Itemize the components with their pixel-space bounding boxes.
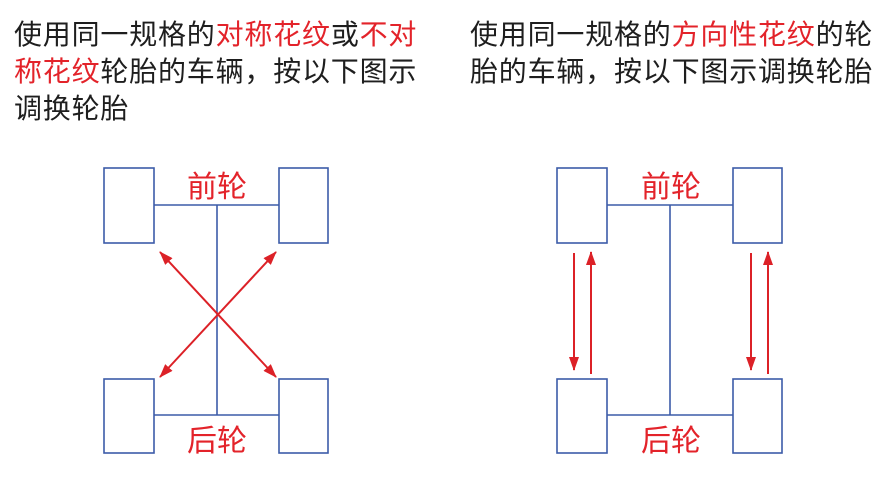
caption-line-1: 使用同一规格的对称花纹或不对: [14, 16, 417, 53]
asymmetric-tread-highlight-part2: 称花纹: [14, 55, 101, 88]
tire-front-right: [732, 167, 783, 244]
directional-rotation-diagram: 前轮 后轮: [556, 167, 783, 459]
rear-wheel-label: 后轮: [187, 424, 247, 459]
tire-rear-left: [556, 378, 608, 454]
caption-text: 使用同一规格的: [470, 18, 672, 51]
symmetric-tread-highlight: 对称花纹: [215, 18, 331, 51]
arrow-front-right-to-rear-left: [159, 251, 277, 378]
caption-line-3: 调换轮胎: [14, 90, 417, 127]
caption-text: 使用同一规格的: [14, 18, 216, 51]
tire-rear-right: [732, 378, 783, 454]
symmetric-section-caption: 使用同一规格的对称花纹或不对 称花纹轮胎的车辆，按以下图示 调换轮胎: [14, 16, 417, 127]
rear-wheel-label: 后轮: [641, 424, 701, 459]
tire-rear-left: [103, 378, 155, 454]
directional-section-caption: 使用同一规格的方向性花纹的轮 胎的车辆，按以下图示调换轮胎: [470, 16, 873, 90]
caption-text: 调换轮胎: [14, 92, 130, 125]
asymmetric-tread-highlight-part1: 不对: [359, 18, 418, 51]
caption-line-2: 胎的车辆，按以下图示调换轮胎: [470, 53, 873, 90]
front-wheel-label: 前轮: [641, 170, 701, 205]
symmetric-rotation-diagram: 前轮 后轮: [103, 167, 329, 459]
tire-front-left: [556, 167, 608, 244]
caption-text: 胎的车辆，按以下图示调换轮胎: [470, 55, 874, 88]
directional-tread-highlight: 方向性花纹: [671, 18, 816, 51]
tire-front-right: [278, 167, 329, 244]
caption-line-2: 称花纹轮胎的车辆，按以下图示: [14, 53, 417, 90]
tire-rear-right: [278, 378, 329, 454]
front-wheel-label: 前轮: [187, 170, 247, 205]
caption-text: 或: [330, 18, 360, 51]
caption-text: 轮胎的车辆，按以下图示: [100, 55, 418, 88]
caption-text: 的轮: [815, 18, 874, 51]
caption-line-1: 使用同一规格的方向性花纹的轮: [470, 16, 873, 53]
tire-front-left: [103, 167, 155, 244]
